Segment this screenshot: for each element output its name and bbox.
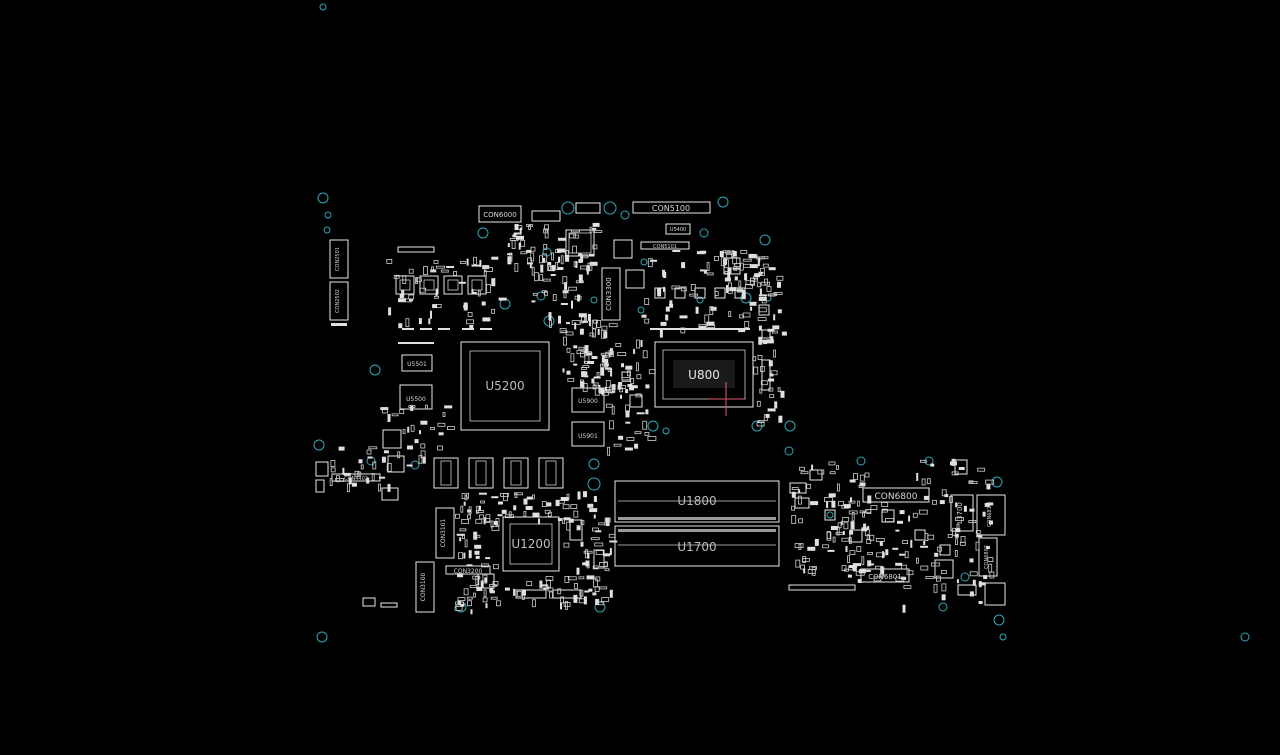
u5901-chip[interactable]: U5901: [571, 421, 605, 447]
label-con6000: CON6000: [483, 211, 516, 219]
label-con5100: CON5100: [652, 204, 690, 213]
label-u1800: U1800: [677, 494, 716, 508]
pch-side-parts: [569, 458, 605, 569]
top-center-components: CON5100 U5400 CON5101 CON3300: [601, 201, 750, 330]
label-con5101: CON5101: [653, 244, 677, 250]
u800-cpu[interactable]: U800: [654, 341, 754, 408]
left-lower-components: CON4402 CON3101 CON3100 CON3200: [315, 429, 582, 613]
label-u5901: U5901: [578, 433, 598, 440]
label-con6810: CON6810: [987, 503, 993, 527]
label-con2501: CON2501: [335, 247, 341, 271]
label-u5400: U5400: [670, 227, 686, 233]
right-board-section: CON6800 CON6801 L3700 CON6810 CON6802: [788, 459, 1006, 606]
u1200-pch[interactable]: U1200: [502, 516, 560, 572]
label-con6802: CON6802: [984, 545, 990, 569]
u1800-dimm[interactable]: U1800: [614, 480, 780, 523]
label-con3100: CON3100: [420, 572, 427, 601]
label-l3700: L3700: [956, 502, 964, 524]
label-con3101: CON3101: [440, 518, 447, 547]
u5500-chip[interactable]: U5500: [399, 384, 433, 410]
left-connectors: CON2501 CON2502: [329, 239, 349, 326]
label-con3300: CON3300: [605, 277, 613, 310]
label-con6801: CON6801: [868, 573, 901, 581]
small-component-clusters: [329, 222, 995, 615]
label-u5500: U5500: [406, 396, 426, 403]
u5200-bga[interactable]: U5200: [460, 341, 550, 431]
label-u1200: U1200: [511, 537, 550, 551]
label-con2502: CON2502: [335, 289, 341, 313]
label-u5900: U5900: [578, 398, 598, 405]
label-u5200: U5200: [485, 379, 524, 393]
label-u800: U800: [688, 368, 720, 382]
u5501-chip[interactable]: U5501: [401, 354, 433, 372]
label-con6800: CON6800: [874, 492, 917, 502]
label-u5501: U5501: [407, 361, 427, 368]
u5900-chip[interactable]: U5900: [571, 387, 605, 413]
gddr-row: [433, 457, 564, 489]
u1700-dimm[interactable]: U1700: [614, 525, 780, 567]
crosshair-cursor: [709, 382, 743, 416]
label-con3200: CON3200: [454, 568, 483, 575]
label-con4402: CON4402: [344, 476, 368, 482]
cpu-side-parts: [621, 304, 771, 408]
label-u1700: U1700: [677, 540, 716, 554]
